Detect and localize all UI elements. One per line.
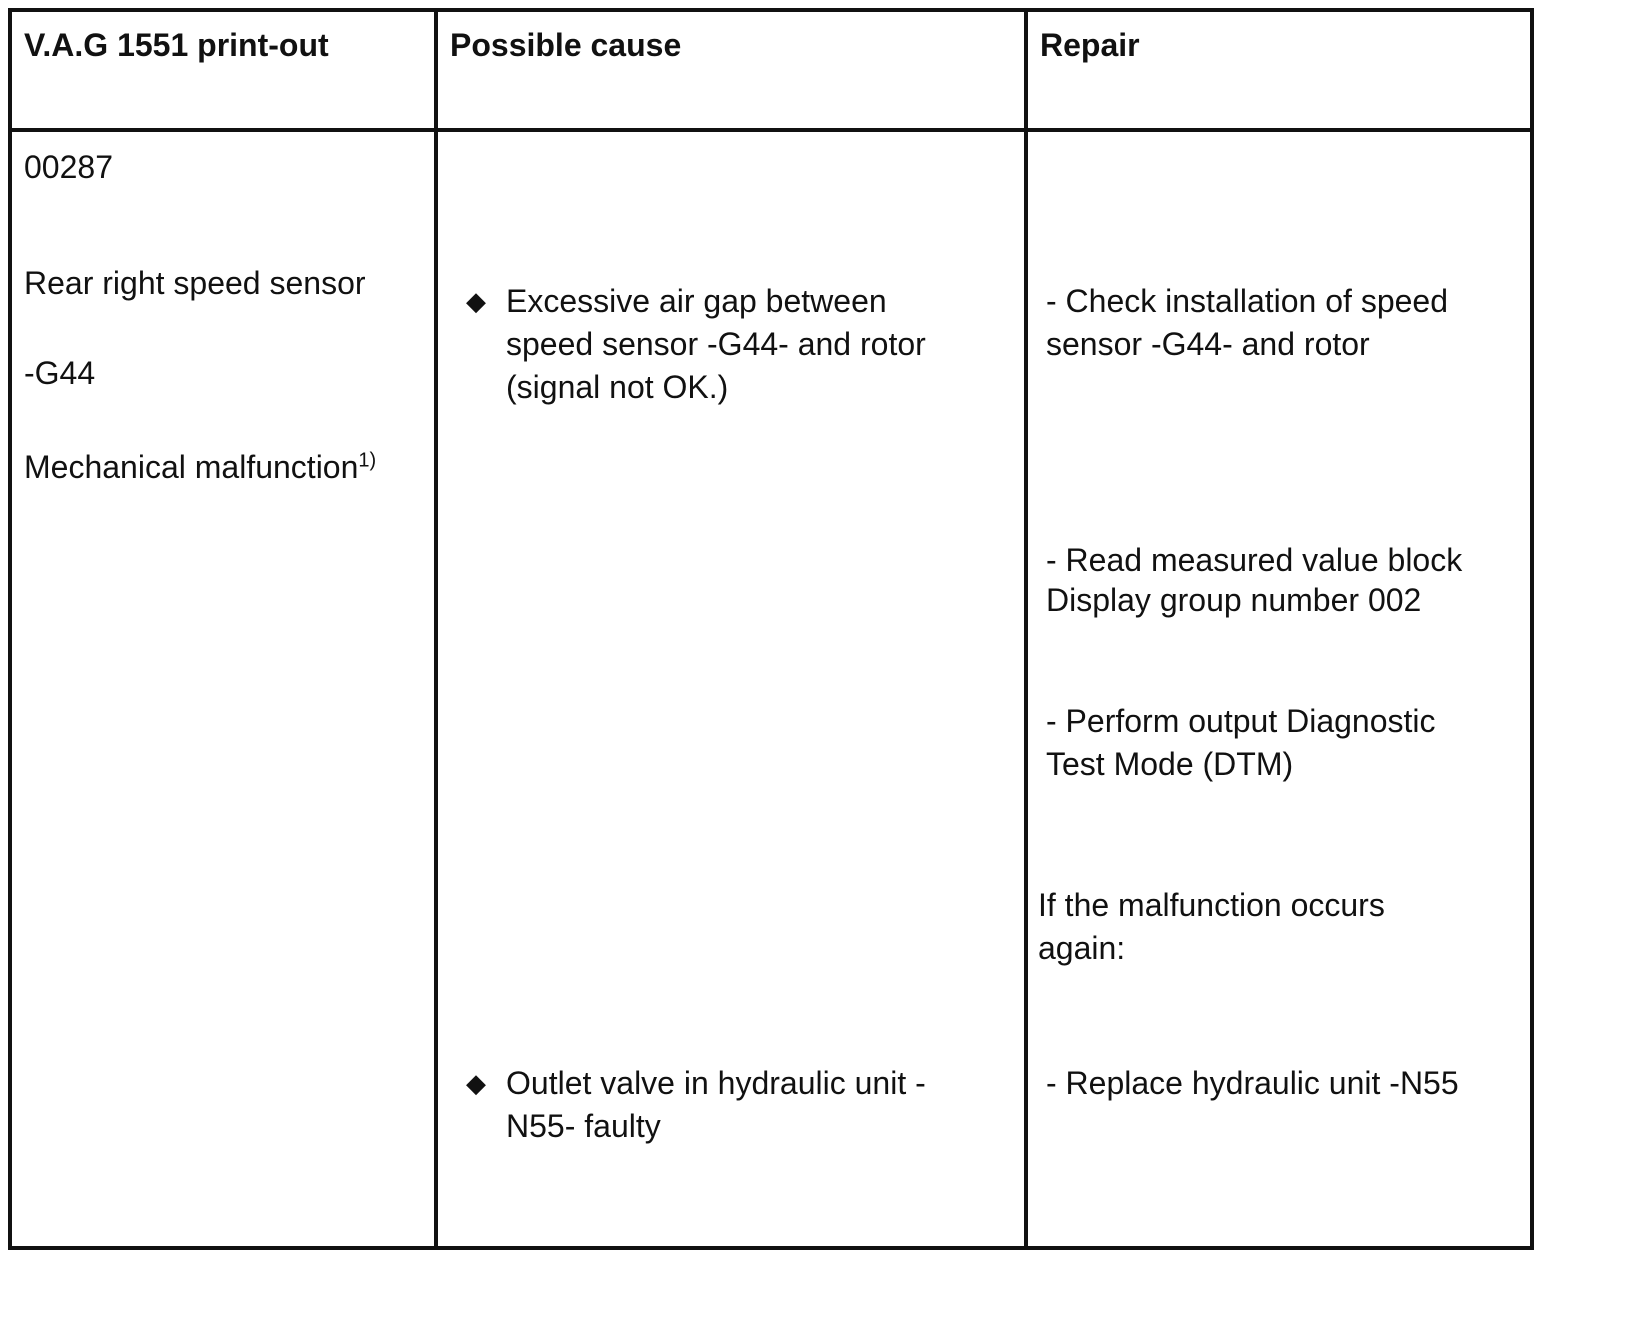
fault-type: Mechanical malfunction1) [24,446,376,489]
fault-type-label: Mechanical malfunction [24,449,359,485]
fault-component: Rear right speed sensor [24,265,366,301]
column-divider [434,12,438,1246]
cause-air-gap: Excessive air gap between speed sensor -… [506,283,926,405]
diagnostic-table: V.A.G 1551 print-out Possible cause Repa… [8,8,1534,1250]
header-repair: Repair [1040,27,1140,63]
header-possible-cause: Possible cause [450,27,682,63]
column-divider [1024,12,1028,1246]
fault-component-id: -G44 [24,355,96,391]
cause-outlet-valve: Outlet valve in hydraulic unit - N55- fa… [506,1065,926,1144]
repair-replace-hydraulic-unit: - Replace hydraulic unit -N55 [1046,1065,1459,1101]
fault-code: 00287 [24,149,113,185]
header-printout: V.A.G 1551 print-out [24,27,329,63]
diamond-bullet-icon: ◆ [466,286,486,316]
footnote-marker: 1) [358,449,377,472]
repair-if-occurs-again: If the malfunction occurs again: [1038,887,1385,966]
repair-read-measured-value: - Read measured value block Display grou… [1046,542,1463,618]
repair-perform-dtm: - Perform output Diagnostic Test Mode (D… [1046,703,1436,782]
repair-check-installation: - Check installation of speed sensor -G4… [1046,283,1448,362]
header-divider [12,128,1530,132]
diamond-bullet-icon: ◆ [466,1068,486,1098]
